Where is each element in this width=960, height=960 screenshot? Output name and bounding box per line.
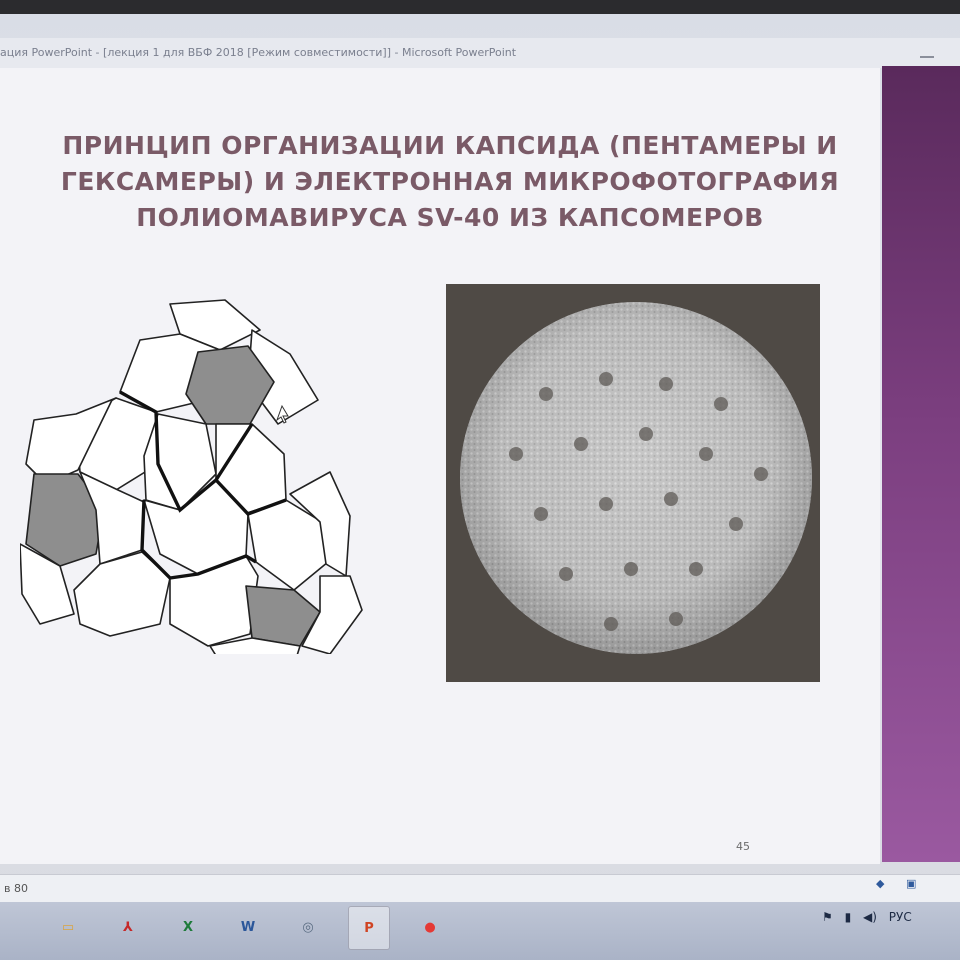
system-tray: ⚑ ▮ ◀) РУС [822, 910, 920, 924]
tray-volume-icon[interactable]: ◀) [863, 910, 877, 924]
taskbar-powerpoint-icon[interactable]: P [348, 906, 390, 950]
tray-language[interactable]: РУС [888, 910, 912, 924]
capsid-diagram [20, 299, 363, 654]
taskbar: ▭ ⅄ X W ◎ P ● ⚑ ▮ ◀) РУС [0, 902, 960, 960]
projected-screen: ация PowerPoint - [лекция 1 для ВБФ 2018… [0, 14, 960, 960]
taskbar-chrome-icon[interactable]: ● [424, 919, 436, 935]
status-bar: в 80 ◆ ▣ [0, 874, 960, 903]
mouse-cursor-icon [275, 404, 289, 424]
window-title-bar: ация PowerPoint - [лекция 1 для ВБФ 2018… [0, 38, 960, 68]
status-zoom-text: в 80 [4, 882, 28, 895]
slide-title-line-3: ПОЛИОМАВИРУСА SV-40 ИЗ КАПСОМЕРОВ [136, 203, 764, 232]
virus-particle-image [460, 302, 812, 654]
taskbar-word-icon[interactable]: W [240, 919, 256, 935]
slide-title-line-2: ГЕКСАМЕРЫ) И ЭЛЕКТРОННАЯ МИКРОФОТОГРАФИЯ [60, 167, 840, 196]
taskbar-app5-icon[interactable]: ◎ [302, 919, 314, 935]
taskbar-acrobat-icon[interactable]: ⅄ [123, 919, 133, 935]
minimize-icon[interactable] [920, 48, 934, 58]
taskbar-excel-icon[interactable]: X [182, 919, 194, 935]
slide-navigation: ◆ ▣ [876, 877, 916, 890]
tray-network-icon[interactable]: ▮ [844, 910, 852, 924]
fit-slide-icon[interactable]: ▣ [905, 877, 917, 890]
window-title: ация PowerPoint - [лекция 1 для ВБФ 2018… [0, 46, 517, 59]
pentamer [25, 473, 105, 567]
slide-canvas: ПРИНЦИП ОРГАНИЗАЦИИ КАПСИДА (ПЕНТАМЕРЫ И… [0, 68, 880, 864]
pentamer [245, 585, 321, 647]
slide-title-line-1: ПРИНЦИП ОРГАНИЗАЦИИ КАПСИДА (ПЕНТАМЕРЫ И [62, 131, 838, 160]
tray-flag-icon[interactable]: ⚑ [822, 910, 833, 924]
prev-slide-icon[interactable]: ◆ [876, 877, 885, 890]
slide-page-number: 45 [736, 840, 750, 853]
slide-side-panel [882, 66, 960, 862]
slide-title: ПРИНЦИП ОРГАНИЗАЦИИ КАПСИДА (ПЕНТАМЕРЫ И… [60, 128, 840, 236]
taskbar-explorer-icon[interactable]: ▭ [61, 919, 75, 935]
electron-micrograph [446, 284, 820, 682]
